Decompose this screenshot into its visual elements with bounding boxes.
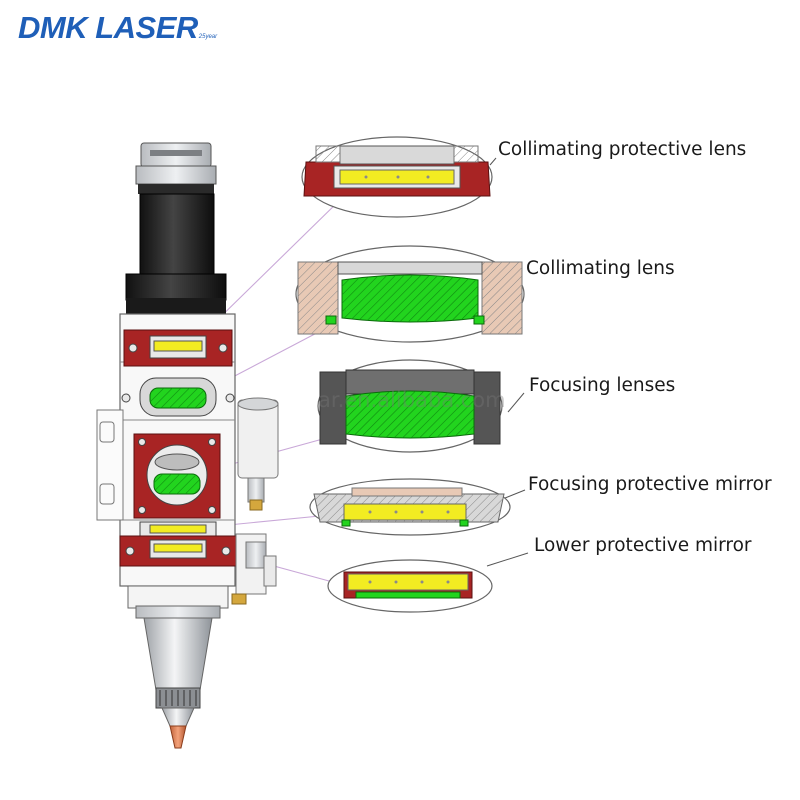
leader-line-1	[202, 196, 344, 335]
label-focusing-protective-mirror: Focusing protective mirror	[528, 474, 772, 495]
label-collimating-lens: Collimating lens	[526, 258, 675, 279]
callout-detail-focusing-protective-mirror	[309, 478, 511, 536]
watermark-text: ar.en.alibaba.com	[318, 388, 506, 412]
label-collimating-protective-lens: Collimating protective lens	[498, 139, 747, 160]
brand-logo: DMK LASER 25year	[18, 8, 217, 48]
brand-name: DMK LASER	[18, 10, 198, 45]
callout-detail-collimating-protective-lens	[301, 136, 493, 218]
laser-head	[96, 142, 279, 749]
label-lower-protective-mirror: Lower protective mirror	[534, 535, 752, 556]
callout-detail-focusing-lenses	[317, 359, 503, 453]
callout-detail-lower-protective-mirror	[327, 559, 493, 613]
brand-tagline: 25year	[198, 34, 218, 40]
callout-detail-collimating-lens	[295, 245, 525, 343]
label-focusing-lenses: Focusing lenses	[529, 375, 676, 396]
